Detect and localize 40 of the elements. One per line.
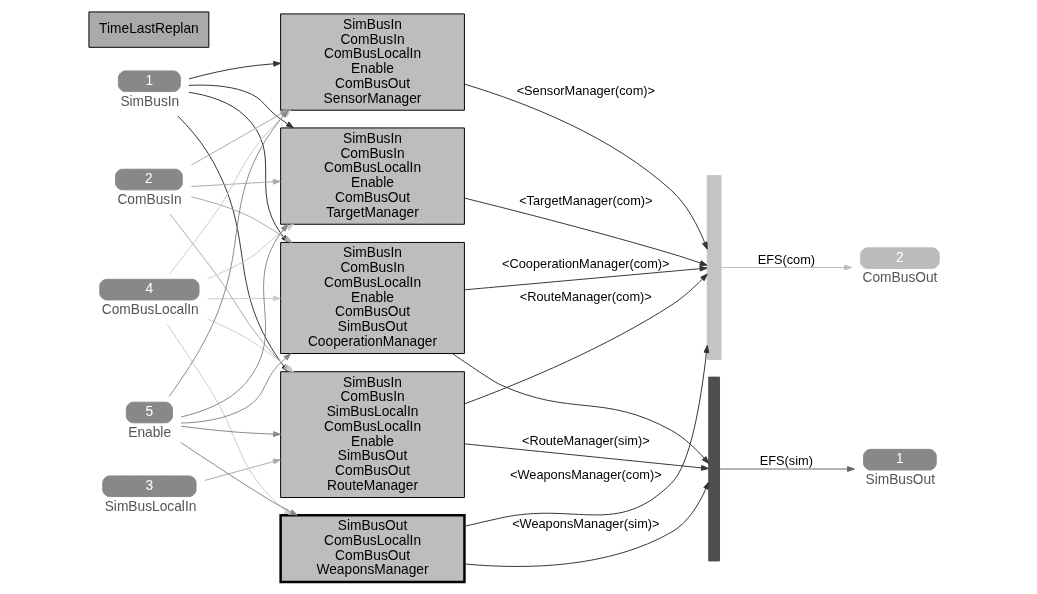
edge-label: <RouteManager(sim)> xyxy=(521,432,650,448)
node-label: SimBusLocalIn xyxy=(104,498,197,514)
node-box: SimBusIn ComBusIn ComBusLocalIn Enable ComBusOut SimBusOut CooperationManager xyxy=(280,241,465,354)
edge-label: <TargetManager(com)> xyxy=(519,192,653,208)
edge-label: <RouteManager(com)> xyxy=(519,289,652,305)
edge-label: EFS(com) xyxy=(757,251,816,267)
arrow xyxy=(204,458,281,481)
node-box: SimBusIn ComBusIn ComBusLocalIn Enable ComBusOut TargetManager xyxy=(280,127,465,225)
node-label: ComBusOut xyxy=(862,270,938,286)
node-label: ComBusIn xyxy=(117,191,182,207)
node-box: SimBusIn ComBusIn ComBusLocalIn Enable ComBusOut SensorManager xyxy=(280,13,465,111)
node-box: SimBusOut ComBusLocalIn ComBusOut WeaponsManager xyxy=(279,514,466,584)
node-label: ComBusLocalIn xyxy=(101,301,199,317)
arrow xyxy=(207,223,294,280)
arrow xyxy=(464,345,710,527)
arrow xyxy=(719,466,855,472)
arrow xyxy=(720,264,852,271)
node-label: SimBusOut xyxy=(865,471,936,487)
node-bar xyxy=(708,376,720,562)
edge-label: <SensorManager(com)> xyxy=(516,82,656,98)
arrow xyxy=(464,481,710,567)
node-label: Enable xyxy=(128,424,172,440)
arrow xyxy=(464,443,709,471)
arrow xyxy=(464,83,708,250)
arrow xyxy=(207,295,281,302)
edge-label: <WeaponsManager(sim)> xyxy=(512,516,660,532)
node-label: SimBusIn xyxy=(120,93,180,109)
arrow xyxy=(180,425,281,437)
edge-label: <WeaponsManager(com)> xyxy=(510,467,662,483)
edge-label: EFS(sim) xyxy=(759,453,813,469)
node-box: SimBusIn ComBusIn SimBusLocalIn ComBusLocalIn Enable SimBusOut ComBusOut RouteManager xyxy=(280,371,465,498)
arrow xyxy=(464,273,708,405)
arrow xyxy=(464,197,708,266)
node-box: TimeLastReplan xyxy=(88,11,210,48)
arrow xyxy=(452,353,710,464)
arrow xyxy=(188,60,282,80)
edge-label: <CooperationManager(com)> xyxy=(502,255,670,271)
node-bar xyxy=(706,175,722,360)
arrow xyxy=(190,178,281,187)
arrow xyxy=(464,265,708,291)
